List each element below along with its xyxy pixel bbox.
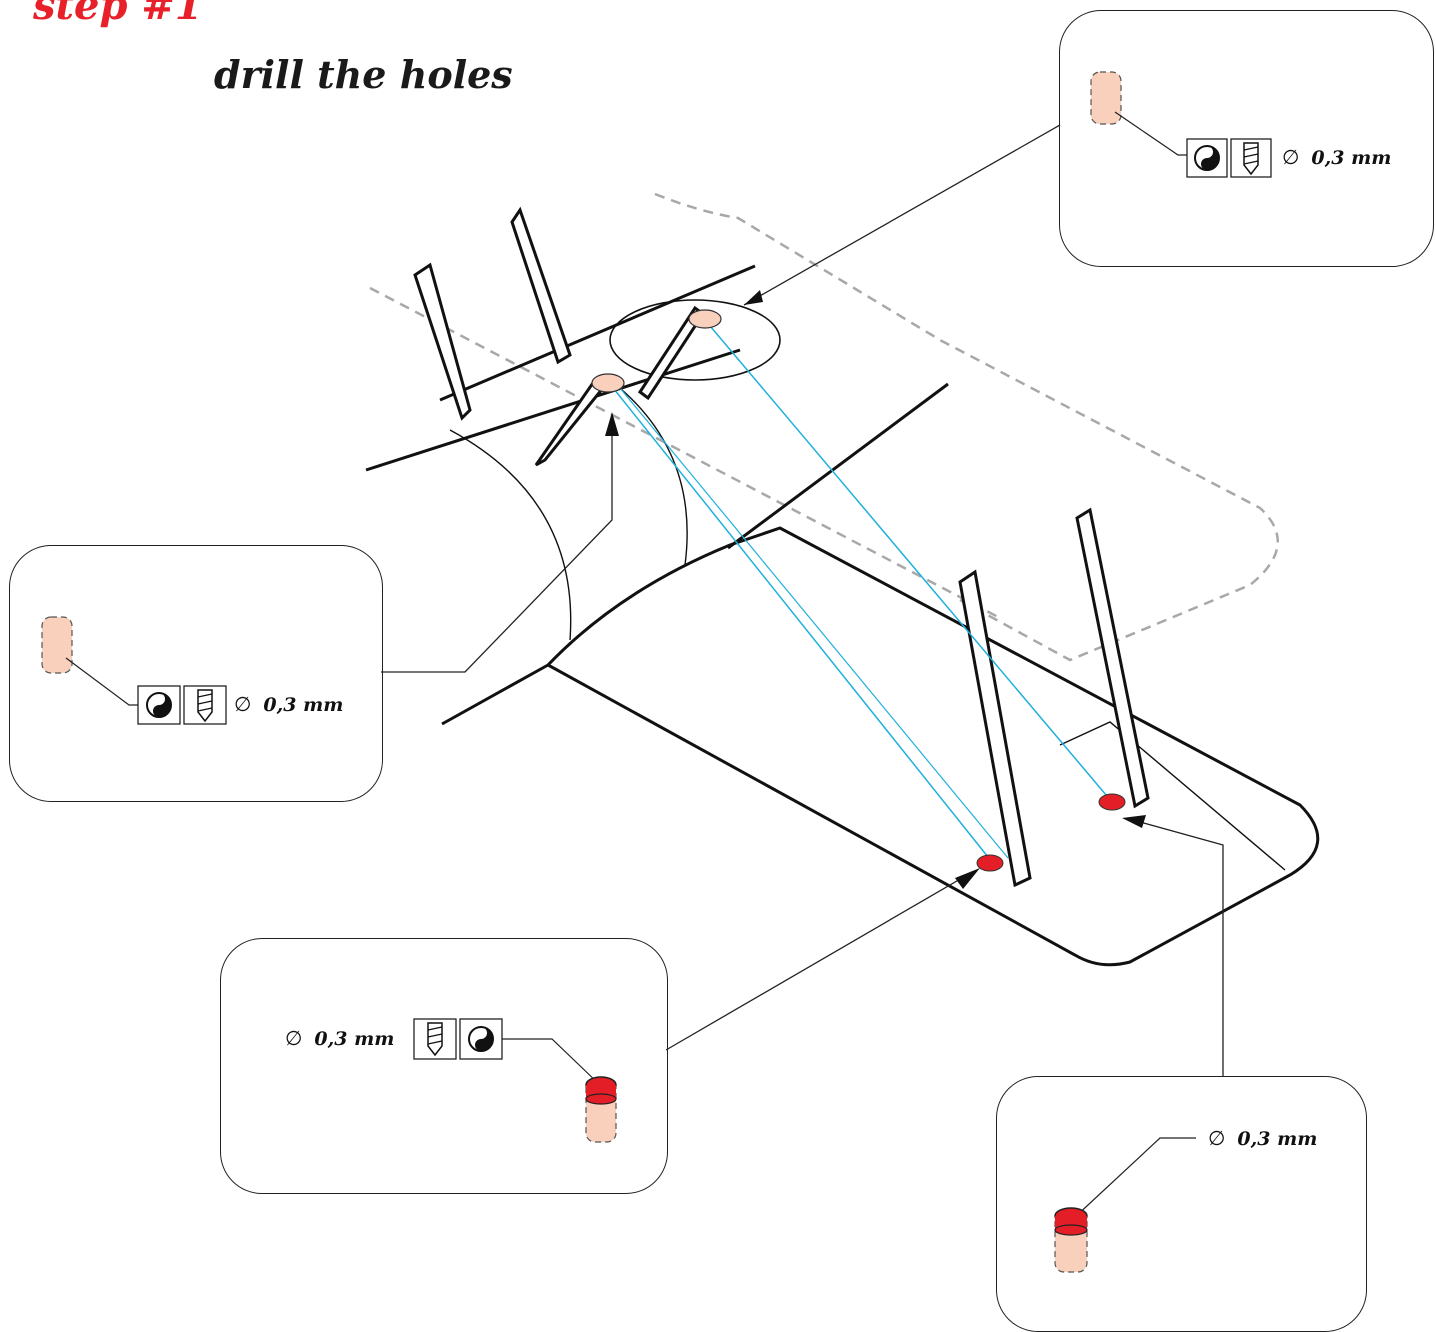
diameter-symbol: ∅ xyxy=(1282,145,1300,169)
cabane-strut-1 xyxy=(413,262,472,421)
peach-hole-icon xyxy=(1090,71,1122,125)
rigging-line-3 xyxy=(704,319,1113,803)
arrowhead-top-right xyxy=(744,290,763,305)
leader-bottom-right xyxy=(1139,821,1224,1076)
arrowhead-left xyxy=(605,412,619,436)
arrowhead-bottom-right xyxy=(1122,815,1146,828)
peach-hole-icon xyxy=(41,616,73,674)
lower-wing-root xyxy=(441,663,549,726)
interplane-strut-2 xyxy=(1075,507,1150,809)
diameter-value: 0,3 mm xyxy=(263,694,344,716)
leader-top-right xyxy=(743,124,1061,306)
arrowhead-bottom-left xyxy=(955,868,980,889)
diameter-value: 0,3 mm xyxy=(314,1028,395,1050)
cockpit-ring xyxy=(609,299,781,381)
diameter-label-left: ∅ 0,3 mm xyxy=(234,692,343,716)
callout-bottom-left-contents xyxy=(413,1018,617,1143)
hole-marker-lower-2 xyxy=(1098,793,1126,811)
fuselage-bulkhead-2 xyxy=(609,379,688,566)
callout-bottom-right-contents xyxy=(1054,1137,1196,1273)
cabane-strut-2 xyxy=(510,206,572,365)
diameter-value: 0,3 mm xyxy=(1237,1128,1318,1150)
diameter-symbol: ∅ xyxy=(234,692,252,716)
callout-left-contents xyxy=(41,616,227,725)
fuselage-spine xyxy=(439,264,756,402)
diameter-symbol: ∅ xyxy=(285,1026,303,1050)
wing-strut xyxy=(727,382,949,550)
upper-wing-outline xyxy=(654,192,1280,662)
diameter-label-bottom-left: ∅ 0,3 mm xyxy=(285,1026,394,1050)
rigging-line-2 xyxy=(619,387,1009,859)
callout-left xyxy=(9,545,383,802)
step-title: step #1 xyxy=(33,0,203,29)
diameter-label-top-right: ∅ 0,3 mm xyxy=(1282,145,1391,169)
hole-marker-upper-2 xyxy=(688,309,722,329)
callout-bottom-left xyxy=(220,938,668,1194)
leader-left xyxy=(381,420,613,673)
hole-marker-lower-1 xyxy=(976,854,1004,872)
fuselage-top-edge xyxy=(365,348,741,472)
callout-top-right-contents xyxy=(1090,71,1272,178)
interplane-strut-1 xyxy=(958,569,1032,888)
aileron-line xyxy=(1059,721,1286,871)
fuselage-bulkhead-1 xyxy=(449,429,572,641)
diameter-value: 0,3 mm xyxy=(1311,147,1392,169)
instruction-title: drill the holes xyxy=(214,52,513,97)
rigging-line-1 xyxy=(609,383,993,863)
diameter-label-bottom-right: ∅ 0,3 mm xyxy=(1208,1126,1317,1150)
hole-marker-upper-1 xyxy=(591,373,625,393)
lower-wing-leading-edge xyxy=(545,526,1320,967)
diameter-symbol: ∅ xyxy=(1208,1126,1226,1150)
leader-bottom-left xyxy=(665,877,963,1051)
